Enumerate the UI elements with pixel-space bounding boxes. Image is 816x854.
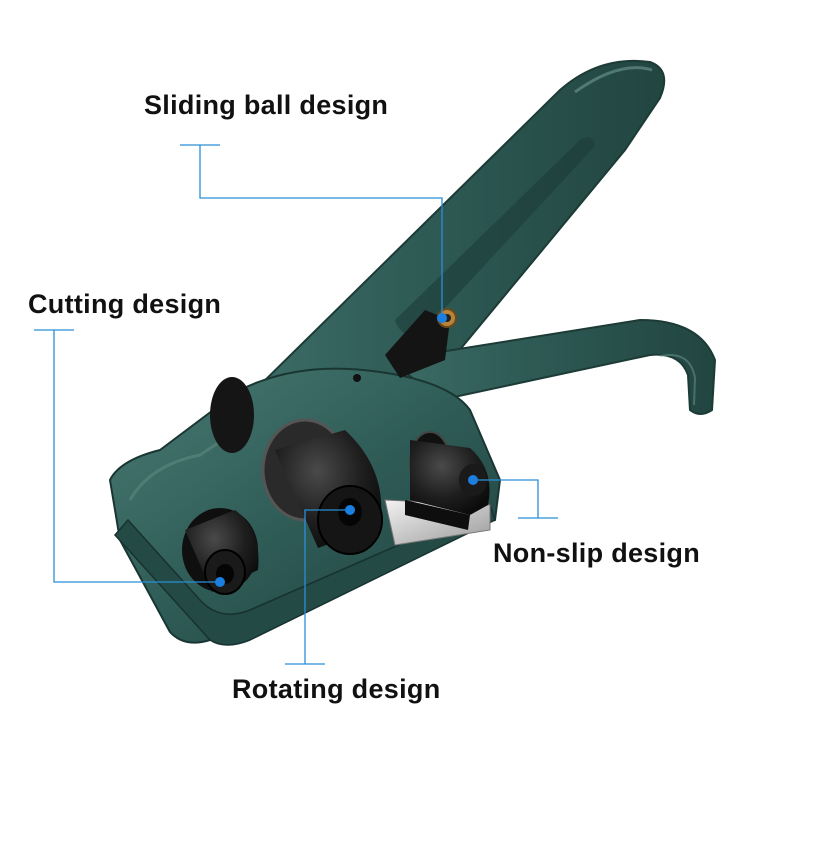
non-slip-gripper	[405, 431, 490, 530]
dot-sliding-ball	[437, 313, 447, 323]
lower-handle	[387, 318, 717, 415]
dot-cutting	[215, 577, 225, 587]
callout-label-cutting: Cutting design	[28, 289, 222, 319]
callout-label-sliding-ball: Sliding ball design	[144, 90, 389, 120]
callout-label-rotating: Rotating design	[232, 674, 441, 704]
side-disc	[210, 377, 254, 453]
callout-dots	[215, 313, 478, 587]
upper-handle	[248, 59, 666, 432]
callout-label-non-slip: Non-slip design	[493, 538, 700, 568]
dot-non-slip	[468, 475, 478, 485]
callout-lines	[34, 144, 558, 665]
dot-rotating	[345, 505, 355, 515]
screw	[353, 374, 361, 382]
rotating-roller	[261, 418, 383, 555]
handle-slot	[395, 137, 595, 336]
